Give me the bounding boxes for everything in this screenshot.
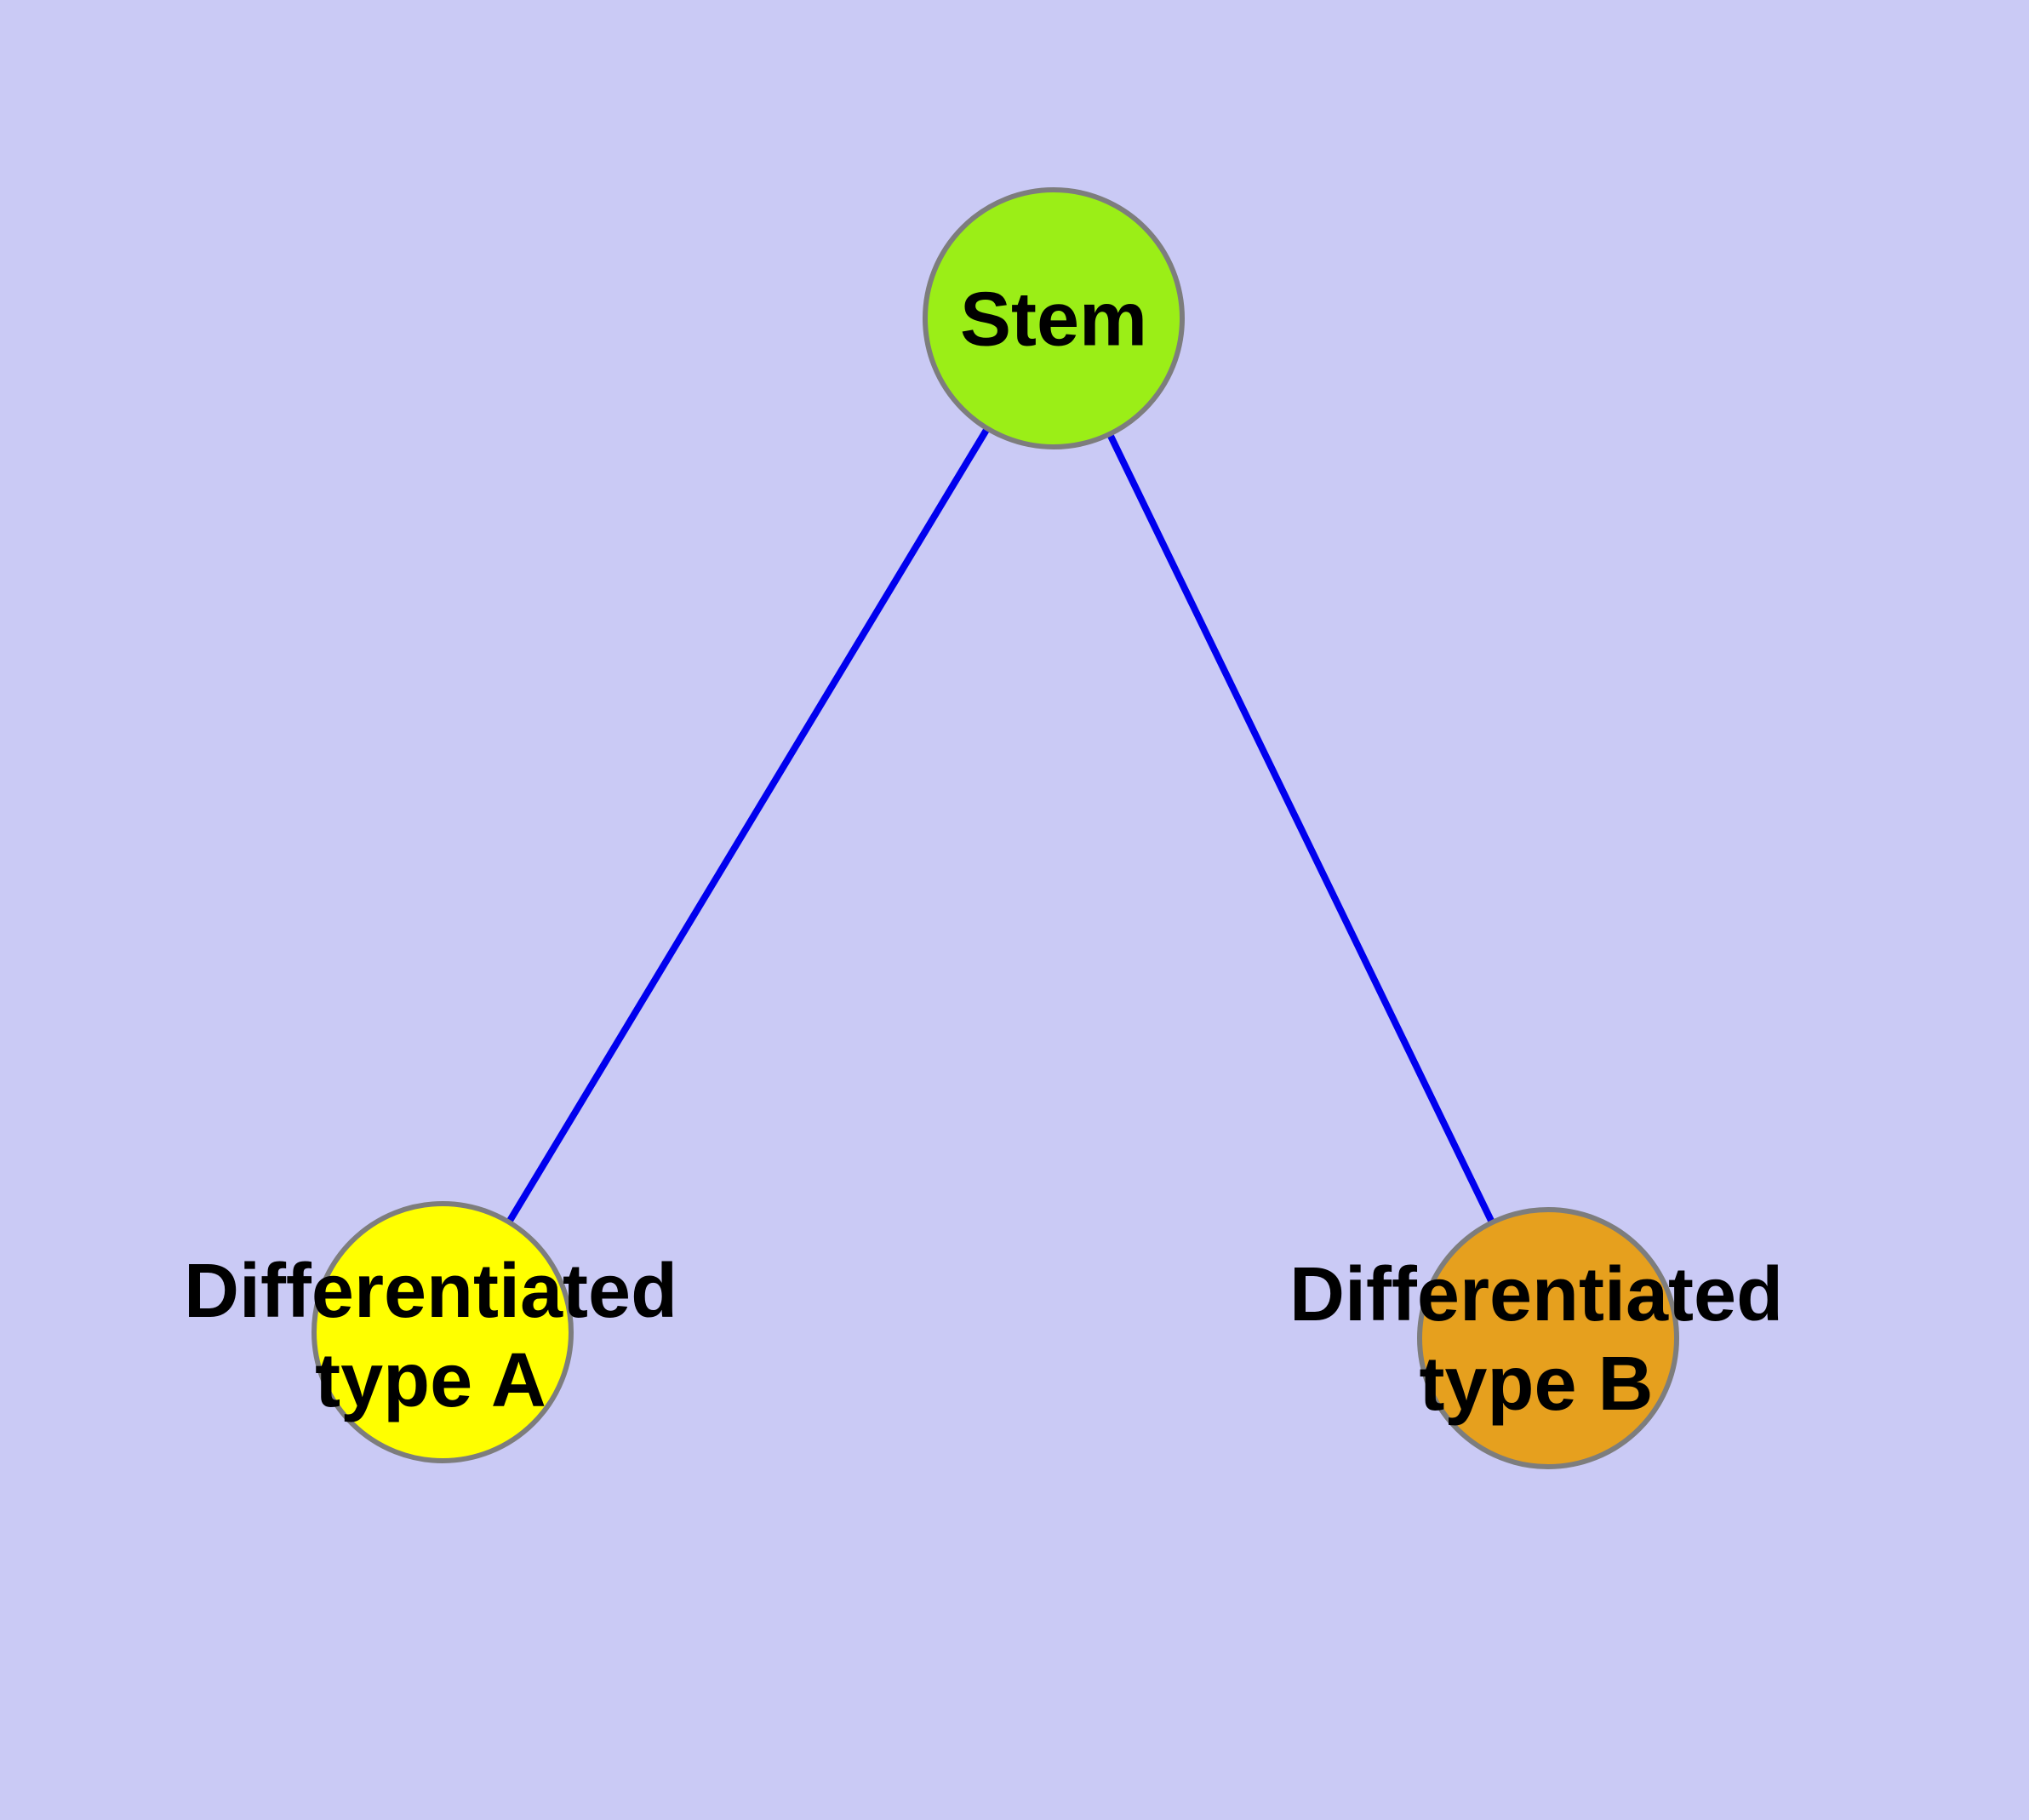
node-stem-circle: [923, 187, 1185, 449]
node-type-a-circle: [311, 1201, 574, 1463]
edge-stem-to-type-a: [439, 316, 1057, 1335]
node-type-b-circle: [1417, 1207, 1679, 1469]
edge-stem-to-type-b: [1050, 317, 1552, 1340]
